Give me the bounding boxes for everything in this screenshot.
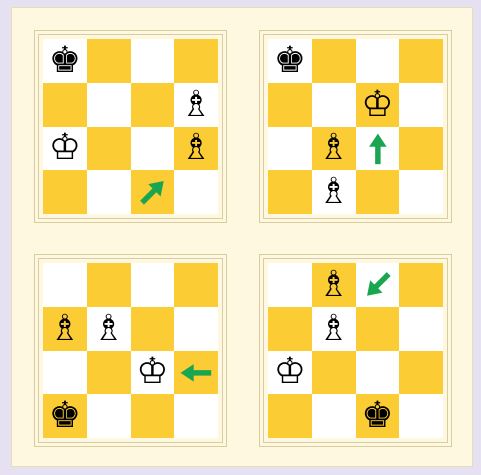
square-r1-c0[interactable] [43, 83, 87, 127]
black-king-icon[interactable]: ♚ [356, 394, 400, 438]
black-king-icon[interactable]: ♚ [43, 39, 87, 83]
square-r2-c0[interactable]: ♔ [43, 127, 87, 171]
square-r2-c2[interactable] [131, 127, 175, 171]
square-r0-c3[interactable] [399, 39, 443, 83]
white-bishop-icon[interactable]: ♗ [312, 170, 356, 214]
board-3: ♗♗♔♚ [43, 263, 218, 438]
square-r0-c0[interactable] [43, 263, 87, 307]
square-r3-c0[interactable] [268, 170, 312, 214]
square-r3-c3[interactable] [174, 394, 218, 438]
square-r0-c0[interactable]: ♚ [268, 39, 312, 83]
square-r0-c2[interactable] [356, 39, 400, 83]
square-r2-c2[interactable] [356, 127, 400, 171]
diagram-panel: ♚♗♔♗ ♚♔♗♗ ♗♗♔♚ ♗♗♔♚ [11, 7, 473, 467]
square-r2-c3[interactable] [174, 351, 218, 395]
square-r0-c1[interactable] [87, 263, 131, 307]
board-2: ♚ ♔♗♗ [268, 39, 443, 214]
square-r0-c2[interactable] [131, 39, 175, 83]
square-r0-c2[interactable] [131, 263, 175, 307]
board-3-frame: ♗♗♔♚ [34, 254, 227, 447]
square-r1-c3[interactable] [399, 307, 443, 351]
square-r1-c0[interactable]: ♗ [43, 307, 87, 351]
white-bishop-icon[interactable]: ♗ [87, 307, 131, 351]
white-king-icon[interactable]: ♔ [356, 83, 400, 127]
square-r2-c1[interactable] [312, 351, 356, 395]
square-r2-c3[interactable]: ♗ [174, 127, 218, 171]
square-r3-c0[interactable] [43, 170, 87, 214]
square-r3-c3[interactable] [399, 394, 443, 438]
square-r1-c0[interactable] [268, 83, 312, 127]
square-r3-c2[interactable]: ♚ [356, 394, 400, 438]
white-bishop-icon[interactable]: ♗ [312, 263, 356, 307]
square-r2-c3[interactable] [399, 351, 443, 395]
white-bishop-icon[interactable]: ♗ [174, 83, 218, 127]
square-r2-c3[interactable] [399, 127, 443, 171]
black-king-icon[interactable]: ♚ [43, 394, 87, 438]
white-king-icon[interactable]: ♔ [43, 127, 87, 171]
square-r0-c0[interactable] [268, 263, 312, 307]
square-r2-c2[interactable]: ♔ [131, 351, 175, 395]
square-r0-c3[interactable] [399, 263, 443, 307]
square-r0-c1[interactable] [87, 39, 131, 83]
square-r3-c1[interactable] [312, 394, 356, 438]
square-r2-c1[interactable]: ♗ [312, 127, 356, 171]
square-r3-c1[interactable]: ♗ [312, 170, 356, 214]
square-r1-c1[interactable] [312, 83, 356, 127]
board-1-frame: ♚ ♗ ♔ ♗ [34, 30, 227, 223]
square-r1-c2[interactable] [131, 307, 175, 351]
square-r2-c0[interactable] [268, 127, 312, 171]
square-r3-c3[interactable] [399, 170, 443, 214]
square-r0-c0[interactable]: ♚ [43, 39, 87, 83]
square-r2-c2[interactable] [356, 351, 400, 395]
white-bishop-icon[interactable]: ♗ [312, 127, 356, 171]
white-king-icon[interactable]: ♔ [131, 351, 175, 395]
square-r2-c1[interactable] [87, 127, 131, 171]
square-r0-c3[interactable] [174, 263, 218, 307]
black-king-icon[interactable]: ♚ [268, 39, 312, 83]
board-4: ♗♗♔ ♚ [268, 263, 443, 438]
square-r3-c2[interactable] [131, 394, 175, 438]
board-1: ♚ ♗ ♔ ♗ [43, 39, 218, 214]
white-bishop-icon[interactable]: ♗ [43, 307, 87, 351]
square-r2-c1[interactable] [87, 351, 131, 395]
square-r0-c2[interactable] [356, 263, 400, 307]
square-r1-c1[interactable]: ♗ [312, 307, 356, 351]
square-r3-c1[interactable] [87, 170, 131, 214]
square-r2-c0[interactable]: ♔ [268, 351, 312, 395]
white-bishop-icon[interactable]: ♗ [312, 307, 356, 351]
square-r3-c1[interactable] [87, 394, 131, 438]
square-r0-c1[interactable] [312, 39, 356, 83]
square-r3-c0[interactable]: ♚ [43, 394, 87, 438]
square-r1-c0[interactable] [268, 307, 312, 351]
square-r2-c0[interactable] [43, 351, 87, 395]
square-r1-c3[interactable]: ♗ [174, 83, 218, 127]
square-r0-c1[interactable]: ♗ [312, 263, 356, 307]
square-r3-c0[interactable] [268, 394, 312, 438]
board-4-frame: ♗♗♔ ♚ [259, 254, 452, 447]
white-bishop-icon[interactable]: ♗ [174, 127, 218, 171]
square-r1-c3[interactable] [399, 83, 443, 127]
square-r3-c2[interactable] [131, 170, 175, 214]
square-r1-c2[interactable] [131, 83, 175, 127]
square-r0-c3[interactable] [174, 39, 218, 83]
square-r3-c2[interactable] [356, 170, 400, 214]
board-2-frame: ♚ ♔♗♗ [259, 30, 452, 223]
square-r1-c1[interactable]: ♗ [87, 307, 131, 351]
square-r1-c3[interactable] [174, 307, 218, 351]
square-r1-c1[interactable] [87, 83, 131, 127]
square-r1-c2[interactable]: ♔ [356, 83, 400, 127]
white-king-icon[interactable]: ♔ [268, 351, 312, 395]
square-r3-c3[interactable] [174, 170, 218, 214]
square-r1-c2[interactable] [356, 307, 400, 351]
